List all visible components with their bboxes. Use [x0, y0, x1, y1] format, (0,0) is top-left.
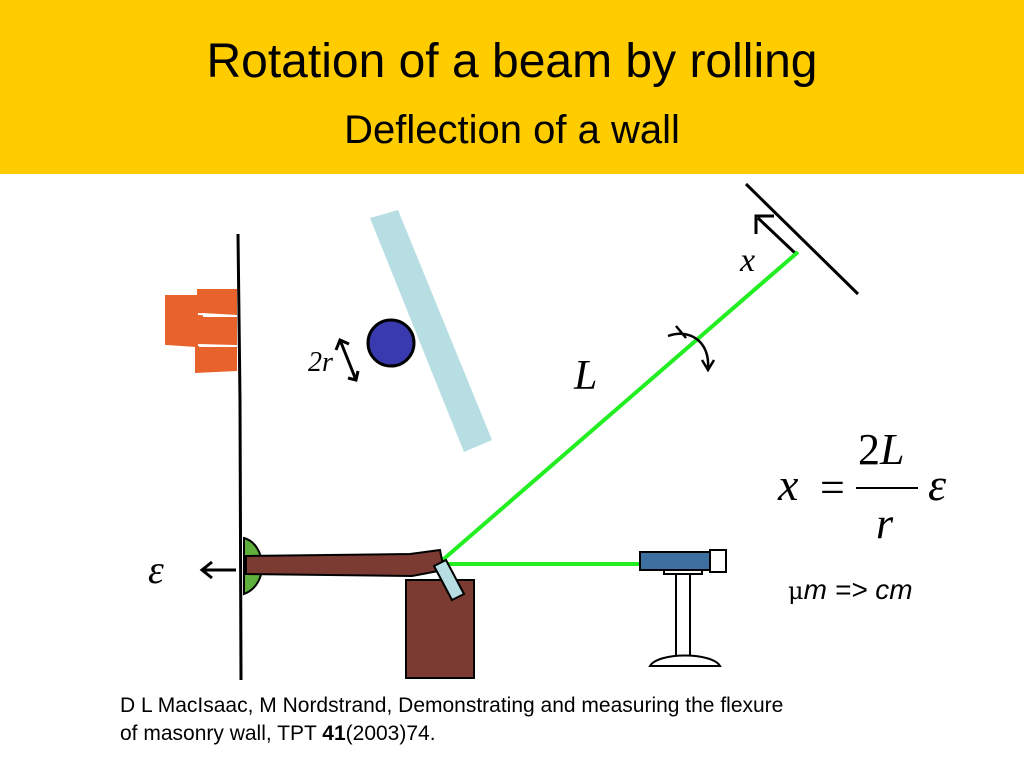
formula-numerator: 2L — [858, 425, 905, 474]
measuring-scale — [744, 182, 860, 296]
formula-lhs: x — [778, 459, 799, 510]
rotation-arrow — [667, 325, 716, 373]
slide-title: Rotation of a beam by rolling — [206, 35, 818, 88]
rolling-ball — [366, 318, 416, 368]
epsilon-label: ε — [148, 547, 164, 592]
beam-mirror — [432, 558, 466, 602]
slide-subtitle: Deflection of a wall — [344, 108, 680, 152]
formula-denominator: r — [876, 499, 894, 548]
formula-rhs: ε — [928, 459, 947, 510]
diameter-label: 2r — [308, 347, 333, 378]
diameter-arrow — [334, 337, 360, 382]
wall-line — [236, 233, 243, 681]
deflection-x-label: x — [740, 242, 756, 279]
deflection-x-arrow — [754, 214, 798, 256]
support-block — [405, 579, 475, 679]
wall-bricks — [165, 289, 237, 374]
citation: D L MacIsaac, M Nordstrand, Demonstratin… — [120, 694, 784, 745]
telescope — [639, 549, 727, 667]
beam — [245, 548, 446, 578]
epsilon-arrow — [199, 560, 236, 580]
distance-L-label: L — [574, 353, 598, 399]
formula-equals: = — [820, 463, 845, 512]
mirror-bar — [370, 210, 492, 452]
laser-reflected-beam — [436, 250, 800, 566]
title-banner — [0, 0, 1024, 174]
unit-conversion: μm => cm — [788, 574, 913, 605]
